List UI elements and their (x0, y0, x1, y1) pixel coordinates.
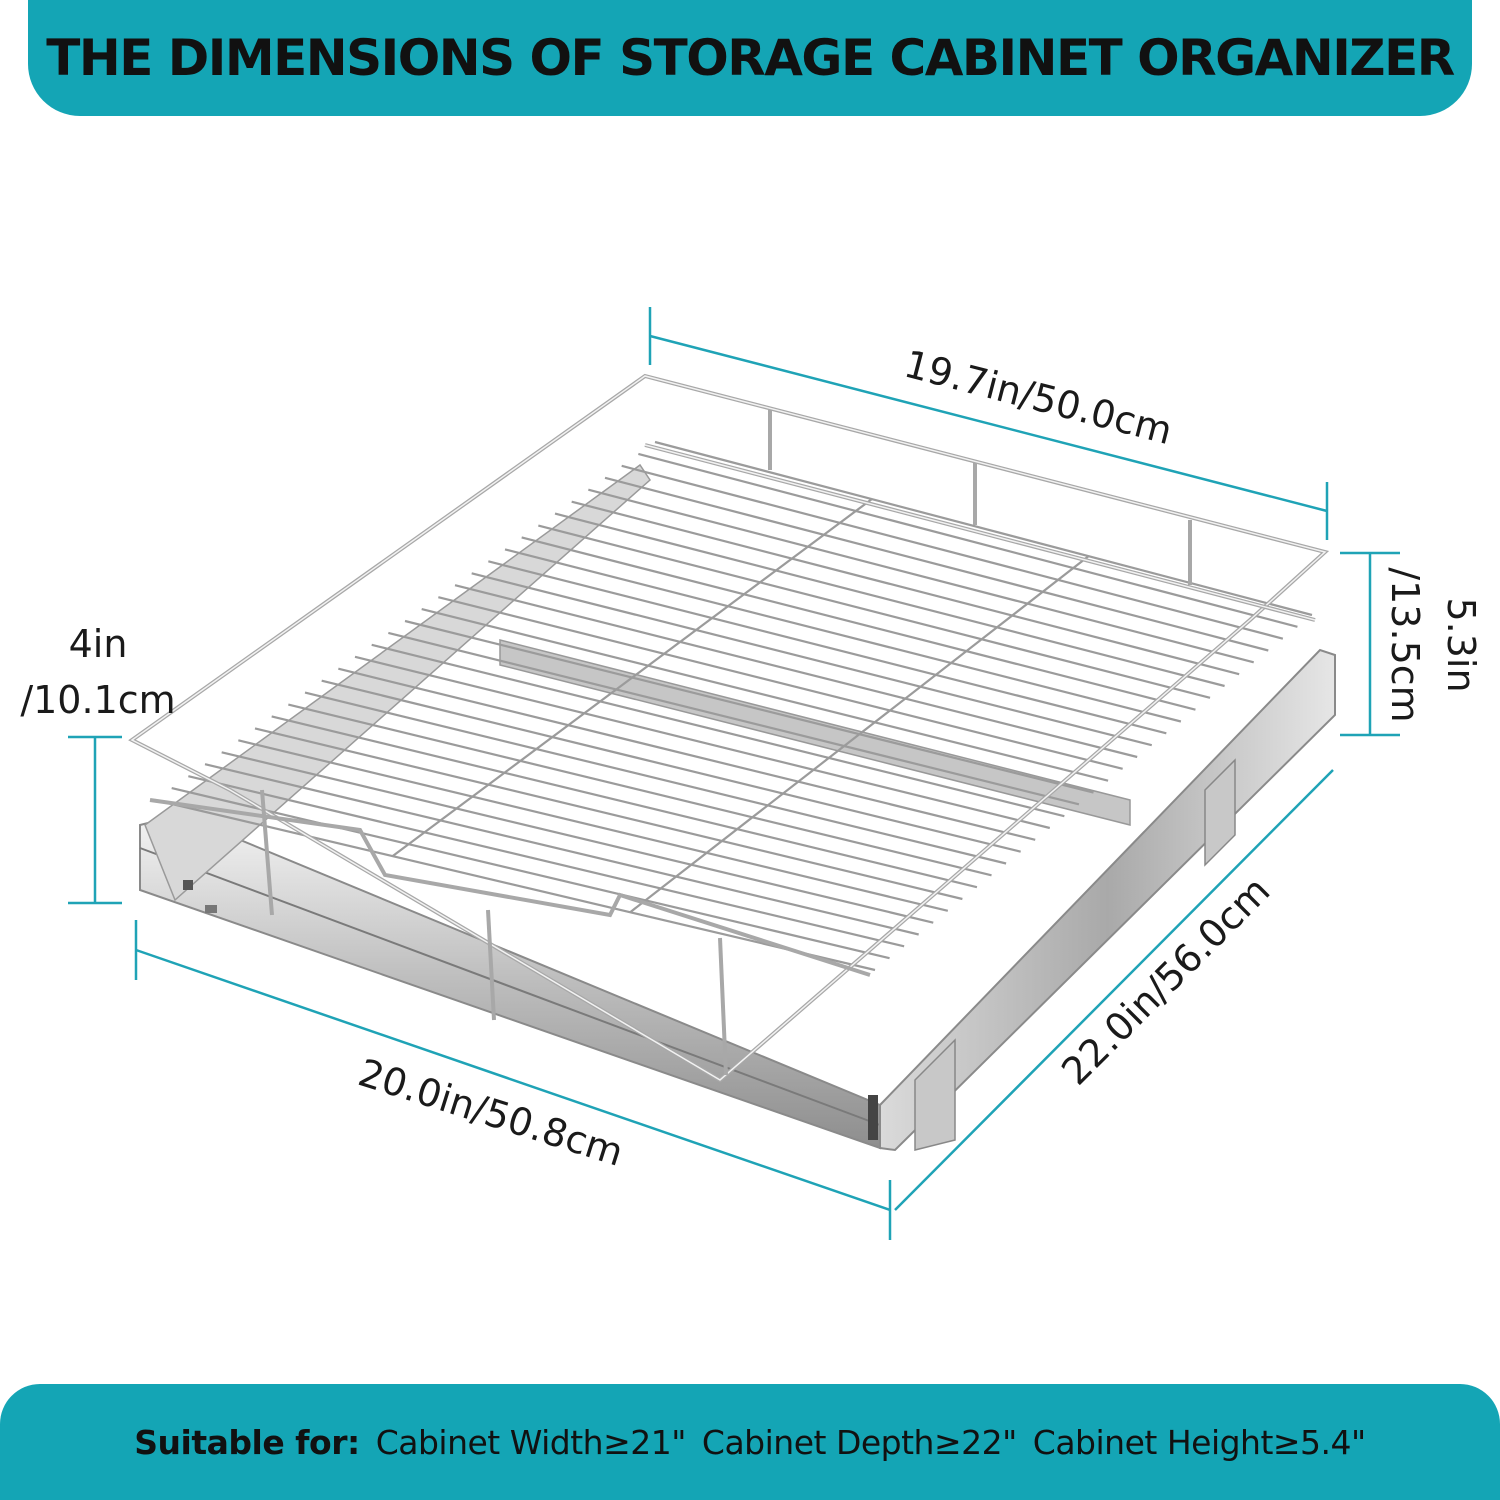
basket-wire (588, 488, 1255, 664)
basket-wire (554, 512, 1225, 688)
basket-wire (188, 775, 905, 948)
footer-banner: Suitable for: Cabinet Width≥21" Cabinet … (0, 1384, 1500, 1500)
basket-wire (604, 476, 1269, 652)
basket-wire-grid (154, 440, 1313, 972)
left-height-inch-label: 4in (69, 622, 128, 666)
right-height-cm-label: /13.5cm (1383, 567, 1427, 722)
basket-wire (421, 607, 1109, 782)
left-height-cm-label: /10.1cm (20, 678, 175, 722)
basket-wire (654, 440, 1313, 617)
right-height-inch-label: 5.3in (1439, 597, 1483, 692)
basket-cross-wire (391, 498, 873, 857)
cabinet-width-spec: Cabinet Width≥21" (375, 1422, 687, 1462)
basket-wire (404, 619, 1094, 794)
basket-wire (454, 584, 1138, 759)
suitable-for-label: Suitable for: (134, 1422, 360, 1462)
front-width-label: 20.0in/50.8cm (353, 1050, 628, 1175)
basket-wire (354, 655, 1051, 830)
basket-wire (288, 703, 992, 877)
header-banner: THE DIMENSIONS OF STORAGE CABINET ORGANI… (28, 0, 1472, 116)
basket-wire (338, 667, 1036, 841)
basket-wire (154, 798, 876, 972)
basket-wire (621, 464, 1284, 640)
basket-wire (371, 643, 1065, 818)
basket-wire (238, 739, 949, 912)
basket-cross-wire (629, 555, 1090, 914)
basket-wire (171, 786, 890, 960)
page-title: THE DIMENSIONS OF STORAGE CABINET ORGANI… (46, 29, 1455, 87)
wire-basket-drawer-image (128, 373, 1336, 1152)
basket-wire (638, 452, 1298, 628)
basket-wire (438, 596, 1123, 770)
basket-wire (538, 524, 1211, 699)
basket-wire (571, 500, 1240, 676)
cabinet-height-spec: Cabinet Height≥5.4" (1032, 1422, 1366, 1462)
basket-wire (521, 536, 1196, 711)
basket-wire (504, 548, 1182, 723)
basket-wire (254, 727, 963, 901)
cabinet-depth-spec: Cabinet Depth≥22" (701, 1422, 1017, 1462)
basket-wire (304, 691, 1007, 865)
basket-wire (271, 715, 978, 889)
dimension-lines (68, 307, 1400, 1240)
basket-wire (321, 679, 1021, 853)
basket-wire (471, 572, 1153, 747)
basket-wire (488, 560, 1167, 735)
basket-wire (204, 763, 919, 936)
basket-wire (388, 631, 1080, 806)
basket-wire (221, 751, 934, 924)
